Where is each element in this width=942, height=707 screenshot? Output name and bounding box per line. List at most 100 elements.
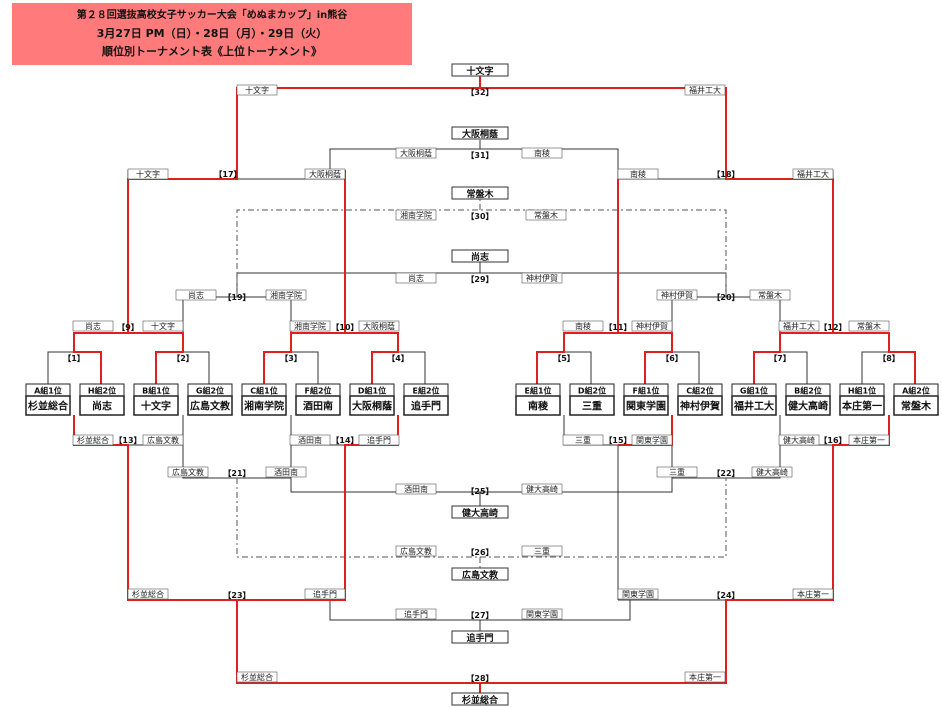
- team-name: 南稜: [528, 400, 549, 413]
- team-name: 十文字: [141, 400, 171, 413]
- bracket-label-box: [751, 466, 793, 478]
- bracket-label-box: [848, 434, 890, 446]
- bracket-label: 三重: [575, 435, 591, 445]
- rank-15-team: 杉並総合: [462, 694, 499, 706]
- team-name: 広島文教: [190, 400, 231, 413]
- bracket-label: 常盤木: [857, 321, 881, 331]
- match-number: 【28】: [466, 673, 493, 683]
- tournament-title: 第２８回選抜高校女子サッカー大会「めぬまカップ」in熊谷: [76, 10, 348, 21]
- bracket-label: 南稜: [534, 148, 550, 158]
- match-number: 【22】: [712, 468, 739, 478]
- match-number: 【30】: [466, 211, 493, 221]
- bracket-label-box: [521, 147, 563, 159]
- team-seed: A組1位: [34, 386, 62, 396]
- title-banner: 第２８回選抜高校女子サッカー大会「めぬまカップ」in熊谷 3月27日 PM（日）…: [12, 3, 412, 65]
- team-name: 健大高崎: [788, 400, 828, 413]
- team-name: 尚志: [92, 400, 112, 413]
- team-seed: E組1位: [524, 386, 551, 396]
- match-number: 【13】: [114, 435, 141, 445]
- rank-11: 広島文教: [451, 567, 509, 581]
- bracket-label-box: [631, 320, 673, 332]
- team-seed: B組1位: [142, 386, 170, 396]
- bracket-label: 尚志: [408, 273, 424, 283]
- bracket-label-box: [848, 320, 890, 332]
- match-number: 【25】: [466, 486, 493, 496]
- bracket-label: 酒田南: [404, 484, 428, 494]
- bracket-label-box: [631, 434, 673, 446]
- bracket-label: 常盤木: [758, 290, 782, 300]
- match-number: 【23】: [223, 590, 250, 600]
- team-name: 酒田南: [303, 400, 333, 413]
- bracket-label-box: [562, 320, 604, 332]
- team-seed: G組1位: [740, 386, 768, 396]
- bracket-label: 健大高崎: [783, 435, 815, 445]
- bracket-label: 神村伊賀: [526, 273, 558, 283]
- match-number: 【5】: [553, 353, 575, 363]
- team-seed: H組2位: [88, 386, 116, 396]
- rank-11-team: 広島文教: [462, 569, 499, 581]
- match-number: 【20】: [712, 292, 739, 302]
- bracket-label-box: [289, 320, 331, 332]
- team-seed: F組1位: [632, 386, 659, 396]
- match-number: 【27】: [466, 610, 493, 620]
- match-number: 【6】: [661, 353, 683, 363]
- bracket-label: 大阪桐蔭: [400, 148, 432, 158]
- bracket-label-box: [395, 545, 437, 557]
- bracket-label: 湘南学院: [400, 210, 432, 220]
- match-number: 【11】: [604, 322, 631, 332]
- bracket-label: 杉並総合: [241, 672, 273, 682]
- bracket-label: 神村伊賀: [636, 321, 668, 331]
- bracket-label-box: [358, 434, 400, 446]
- bracket-label: 関東学園: [636, 435, 668, 445]
- rank-3: 大阪桐蔭: [451, 126, 509, 140]
- team-seed: H組1位: [848, 386, 876, 396]
- rank-15: 杉並総合: [451, 692, 509, 706]
- match-number: 【14】: [331, 435, 358, 445]
- bracket-label-box: [395, 608, 437, 620]
- match-number: 【2】: [172, 353, 194, 363]
- team-name: 神村伊賀: [680, 400, 720, 413]
- match-number: 【19】: [223, 292, 250, 302]
- team-seed: B組2位: [794, 386, 822, 396]
- bracket-label-box: [304, 588, 346, 600]
- rank-9: 健大高崎: [451, 505, 509, 519]
- bracket-label: 尚志: [85, 321, 101, 331]
- bracket-label: 広島文教: [400, 546, 432, 556]
- bracket-label: 三重: [534, 546, 550, 556]
- bracket-label: 追手門: [404, 609, 428, 619]
- bracket-label-box: [395, 272, 437, 284]
- bracket-label-box: [562, 434, 604, 446]
- bracket-label-box: [72, 320, 114, 332]
- bracket-label-box: [525, 209, 567, 221]
- match-number: 【26】: [466, 547, 493, 557]
- match-number: 【1】: [63, 353, 85, 363]
- team-seed: D組2位: [578, 386, 606, 396]
- bracket-label-box: [127, 588, 169, 600]
- match-number: 【12】: [819, 322, 846, 332]
- team-name: 杉並総合: [28, 400, 69, 413]
- bracket-label: 大阪桐蔭: [309, 169, 341, 179]
- bracket-label: 福井工大: [783, 321, 815, 331]
- bracket-label-box: [289, 434, 331, 446]
- bracket-label-box: [656, 289, 698, 301]
- bracket-label: 追手門: [313, 589, 337, 599]
- bracket-label-box: [792, 588, 834, 600]
- rank-5: 常盤木: [451, 186, 509, 200]
- match-number: 【18】: [712, 169, 739, 179]
- bracket-label-box: [395, 147, 437, 159]
- bracket-label-box: [236, 84, 278, 96]
- match-number: 【10】: [331, 322, 358, 332]
- match-number: 【24】: [712, 590, 739, 600]
- bracket-label-box: [175, 289, 217, 301]
- match-number: 【7】: [769, 353, 791, 363]
- bracket-label-box: [265, 466, 307, 478]
